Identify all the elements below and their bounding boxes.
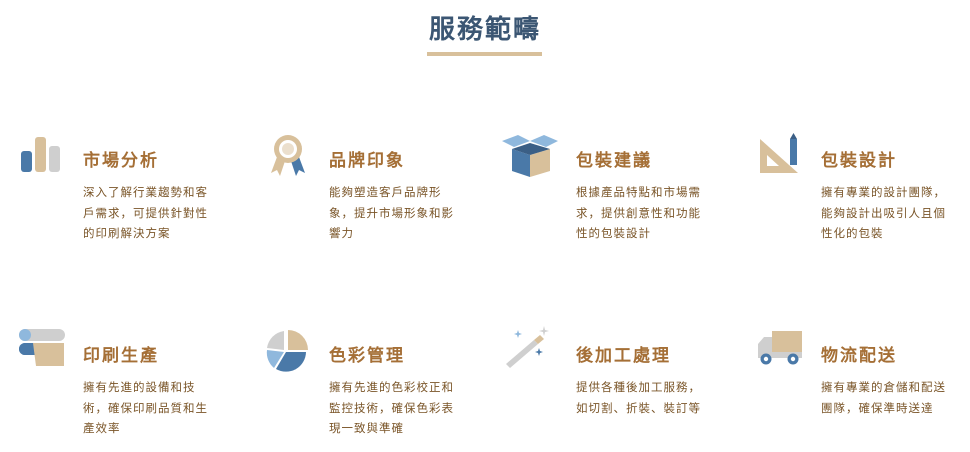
service-card-market-analysis: 市場分析 深入了解行業趨勢和客 戶需求，可提供針對性 的印刷解決方案	[18, 133, 248, 253]
service-card-post-processing: 後加工處理 提供各種後加工服務， 如切割、折裝、裝訂等	[500, 322, 740, 442]
service-title: 市場分析	[83, 151, 159, 171]
award-ribbon-icon	[264, 133, 314, 179]
service-description: 擁有先進的色彩校正和 監控技術，確保色彩表 現一致與準確	[329, 380, 454, 435]
service-description: 能夠塑造客戶品牌形 象，提升市場形象和影 響力	[329, 185, 454, 240]
delivery-truck-icon	[756, 328, 806, 374]
page-title: 服務範疇	[428, 15, 541, 45]
service-title: 印刷生產	[83, 346, 159, 366]
service-title: 色彩管理	[329, 346, 405, 366]
service-title: 包裝設計	[821, 151, 897, 171]
service-title: 物流配送	[821, 346, 897, 366]
paper-rolls-icon	[18, 328, 68, 374]
service-description: 根據產品特點和市場需 求，提供創意性和功能 性的包裝設計	[576, 185, 701, 240]
magic-wand-icon	[500, 322, 560, 368]
service-description: 擁有專業的設計團隊， 能夠設計出吸引人且個 性化的包裝	[821, 185, 946, 240]
title-underline	[427, 52, 542, 56]
service-card-packaging-advice: 包裝建議 根據產品特點和市場需 求，提供創意性和功能 性的包裝設計	[500, 133, 740, 253]
service-description: 擁有先進的設備和技 術，確保印刷品質和生 產效率	[83, 380, 208, 435]
service-card-brand-image: 品牌印象 能夠塑造客戶品牌形 象，提升市場形象和影 響力	[264, 133, 494, 253]
service-card-packaging-design: 包裝設計 擁有專業的設計團隊， 能夠設計出吸引人且個 性化的包裝	[756, 133, 966, 253]
service-card-logistics: 物流配送 擁有專業的倉儲和配送 團隊，確保準時送達	[756, 328, 966, 448]
service-card-color-management: 色彩管理 擁有先進的色彩校正和 監控技術，確保色彩表 現一致與準確	[264, 328, 494, 448]
service-description: 擁有專業的倉儲和配送 團隊，確保準時送達	[821, 380, 946, 415]
service-title: 品牌印象	[329, 151, 405, 171]
bar-chart-icon	[18, 133, 68, 179]
service-description: 提供各種後加工服務， 如切割、折裝、裝訂等	[576, 380, 701, 415]
service-title: 包裝建議	[576, 151, 652, 171]
open-box-icon	[500, 133, 560, 179]
service-description: 深入了解行業趨勢和客 戶需求，可提供針對性 的印刷解決方案	[83, 185, 208, 240]
service-card-print-production: 印刷生產 擁有先進的設備和技 術，確保印刷品質和生 產效率	[18, 328, 248, 448]
service-title: 後加工處理	[576, 346, 671, 366]
pie-chart-icon	[264, 328, 314, 374]
ruler-pencil-icon	[756, 133, 806, 179]
